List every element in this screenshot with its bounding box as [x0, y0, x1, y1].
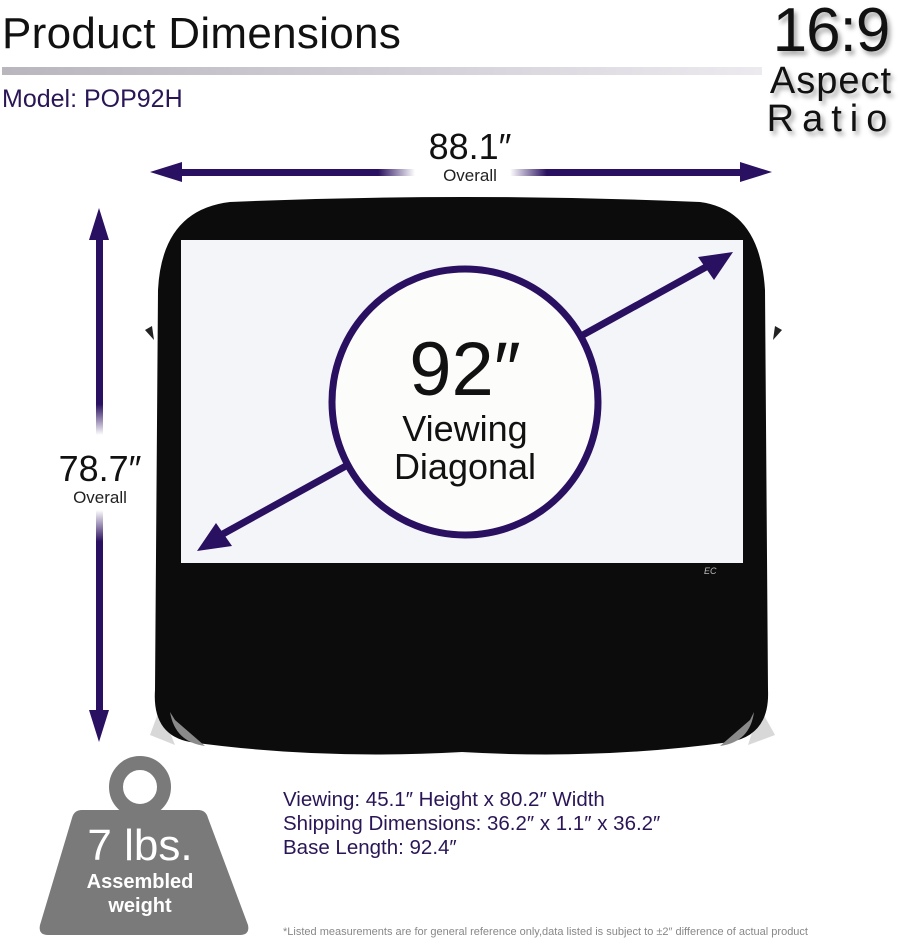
frame-flap-left [170, 712, 205, 746]
height-dimension: 78.7″ Overall [30, 450, 170, 508]
height-label: Overall [73, 488, 127, 507]
spec-list: Viewing: 45.1″ Height x 80.2″ Width Ship… [283, 788, 660, 860]
diagonal-value: 92″ [409, 327, 521, 412]
weight-label-line2: weight [108, 895, 172, 917]
aspect-ratio-badge: 16:9 Aspect Ratio [761, 0, 901, 138]
spec-shipping: Shipping Dimensions: 36.2″ x 1.1″ x 36.2… [283, 812, 661, 835]
weight-badge: 7 lbs. Assembled weight [44, 822, 236, 918]
weight-value: 7 lbs. [87, 821, 193, 870]
page-title: Product Dimensions [2, 9, 402, 58]
frame-flap-right [720, 712, 754, 746]
title-divider [2, 67, 762, 75]
width-value: 88.1″ [428, 126, 512, 167]
model-label: Model: POP92H [2, 85, 183, 113]
width-dimension: 88.1″ Overall [400, 128, 540, 186]
weight-icon [39, 756, 249, 935]
diagonal-label-line2: Diagonal [393, 446, 537, 487]
brand-logo: EC [704, 566, 717, 576]
spec-viewing: Viewing: 45.1″ Height x 80.2″ Width [283, 788, 605, 811]
disclaimer-footnote: *Listed measurements are for general ref… [283, 926, 808, 938]
diagonal-dimension: 92″ Viewing Diagonal [335, 330, 595, 486]
height-arrow [89, 208, 109, 742]
spec-base-length: Base Length: 92.4″ [283, 836, 457, 859]
side-clip-left [145, 326, 154, 340]
weight-label-line1: Assembled [86, 871, 194, 893]
height-value: 78.7″ [58, 448, 142, 489]
aspect-label-line1: Aspect [769, 60, 893, 102]
width-arrow [150, 162, 772, 182]
aspect-ratio-value: 16:9 [772, 0, 891, 65]
width-label: Overall [443, 166, 497, 185]
diagonal-circle [328, 265, 602, 539]
aspect-label-line2: Ratio [766, 98, 896, 140]
side-clip-right [773, 326, 782, 340]
diagonal-label-line1: Viewing [402, 408, 528, 449]
